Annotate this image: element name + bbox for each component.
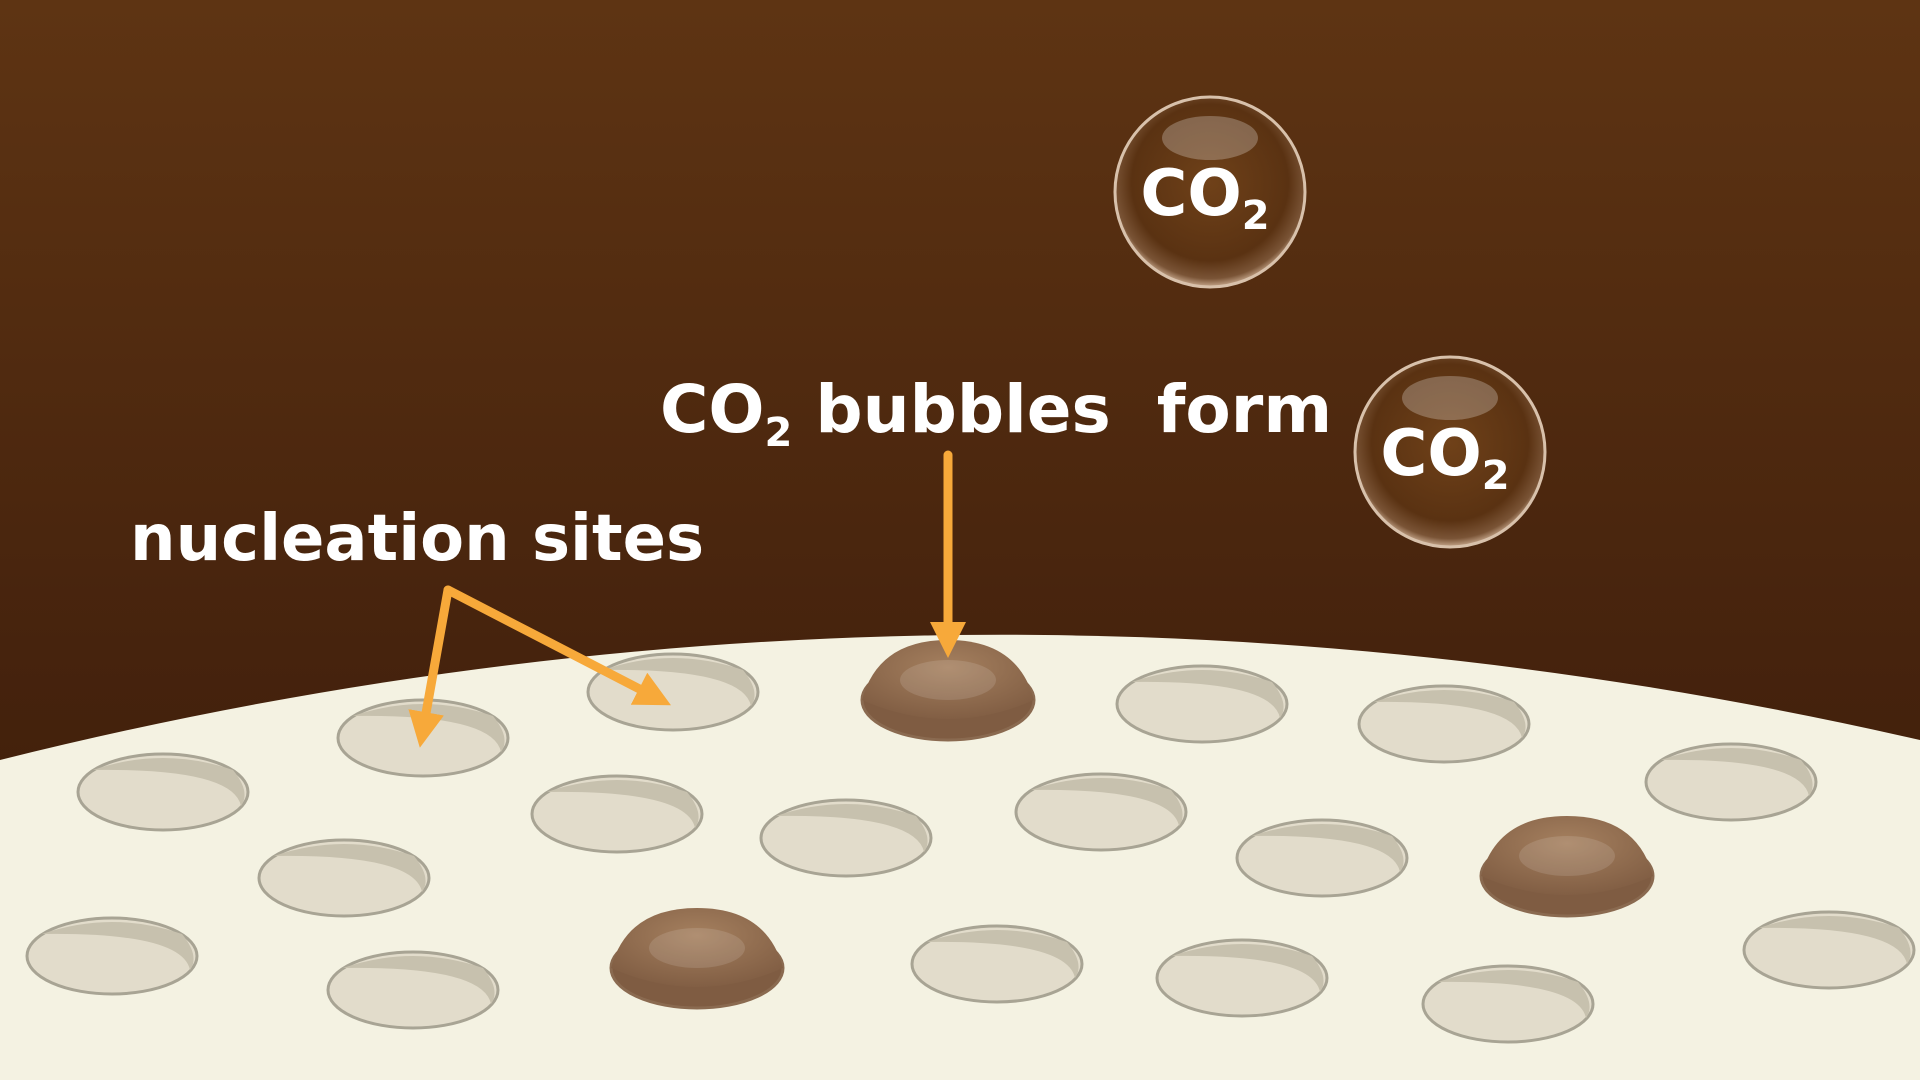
- surface-bubbles: [609, 640, 1655, 1010]
- nucleation-pit: [1155, 938, 1329, 1018]
- bubbles-form-label: CO2 bubbles form: [660, 371, 1332, 456]
- nucleation-pit: [326, 950, 500, 1030]
- nucleation-pit: [1421, 964, 1595, 1044]
- nucleation-pit: [910, 924, 1084, 1004]
- nucleation-pit: [759, 798, 933, 878]
- co2-bubble-1-subscript: 2: [1242, 193, 1270, 239]
- nucleation-pit: [76, 752, 250, 832]
- nucleation-sites-label: nucleation sites: [130, 502, 704, 576]
- bubbles-form-suffix: bubbles form: [792, 371, 1332, 448]
- co2-bubble-1: CO2: [1113, 95, 1307, 289]
- nucleation-pit: [25, 916, 199, 996]
- co2-bubble-1-formula: CO: [1140, 157, 1241, 231]
- nucleation-pit: [530, 774, 704, 854]
- co2-bubble-2-subscript: 2: [1482, 453, 1510, 499]
- nucleation-pit: [1742, 910, 1916, 990]
- nucleation-pits: [25, 652, 1916, 1044]
- svg-text:CO2: CO2: [1140, 157, 1269, 239]
- bubbles-form-prefix: CO: [660, 371, 765, 448]
- nucleation-pit: [1644, 742, 1818, 822]
- nucleation-pit: [1115, 664, 1289, 744]
- surface-bubble-dome: [1479, 816, 1655, 918]
- co2-bubble-2: CO2: [1353, 355, 1547, 549]
- nucleation-arrow-left: [408, 585, 453, 748]
- nucleation-arrows: [408, 585, 671, 748]
- svg-text:CO2: CO2: [1380, 417, 1509, 499]
- surface-bubble-dome: [609, 908, 785, 1010]
- nucleation-pit: [1357, 684, 1531, 764]
- nucleation-pit: [257, 838, 431, 918]
- bubbles-form-subscript: 2: [765, 410, 793, 456]
- nucleation-pit: [1235, 818, 1409, 898]
- nucleation-pit: [586, 652, 760, 732]
- nucleation-pit: [1014, 772, 1188, 852]
- nucleation-arrow-right: [443, 585, 671, 706]
- co2-bubble-2-formula: CO: [1380, 417, 1481, 491]
- surface-bubble-dome: [860, 640, 1036, 742]
